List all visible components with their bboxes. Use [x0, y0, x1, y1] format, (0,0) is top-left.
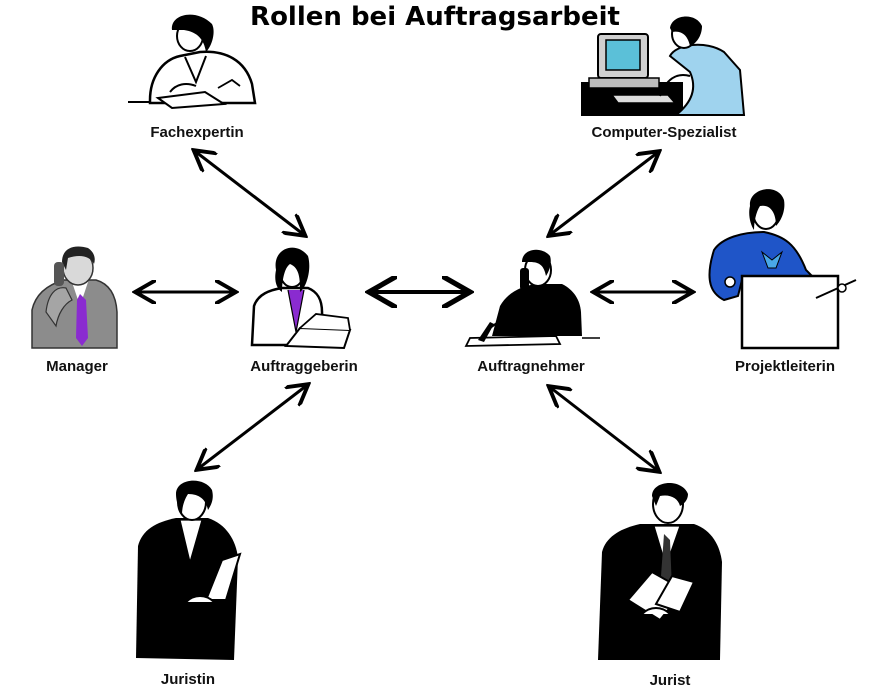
label-manager: Manager	[46, 358, 108, 375]
woman-writing-icon	[128, 14, 257, 110]
woman-at-flipchart-icon	[708, 189, 857, 350]
man-at-computer-icon	[581, 16, 746, 116]
arrow-computer-auftragnehmer	[551, 153, 657, 234]
man-on-phone-icon	[31, 246, 118, 349]
label-fachexpertin: Fachexpertin	[150, 124, 244, 141]
diagram-title: Rollen bei Auftragsarbeit	[250, 2, 620, 32]
woman-in-suit-icon	[136, 480, 242, 660]
arrow-auftragnehmer-jurist	[551, 388, 657, 470]
label-jurist: Jurist	[649, 672, 691, 689]
man-with-folders-icon	[598, 482, 722, 660]
label-auftraggeberin: Auftraggeberin	[250, 358, 358, 375]
woman-with-laptop-icon	[250, 247, 352, 350]
label-auftragnehmer: Auftragnehmer	[477, 358, 585, 375]
label-projektleiterin: Projektleiterin	[734, 358, 836, 375]
arrow-auftraggeberin-juristin	[199, 386, 306, 468]
label-computer-spezialist: Computer-Spezialist	[591, 124, 737, 141]
arrow-fachexpertin-auftraggeberin	[196, 152, 303, 234]
man-writing-on-phone-icon	[464, 249, 600, 347]
label-juristin: Juristin	[160, 671, 216, 688]
